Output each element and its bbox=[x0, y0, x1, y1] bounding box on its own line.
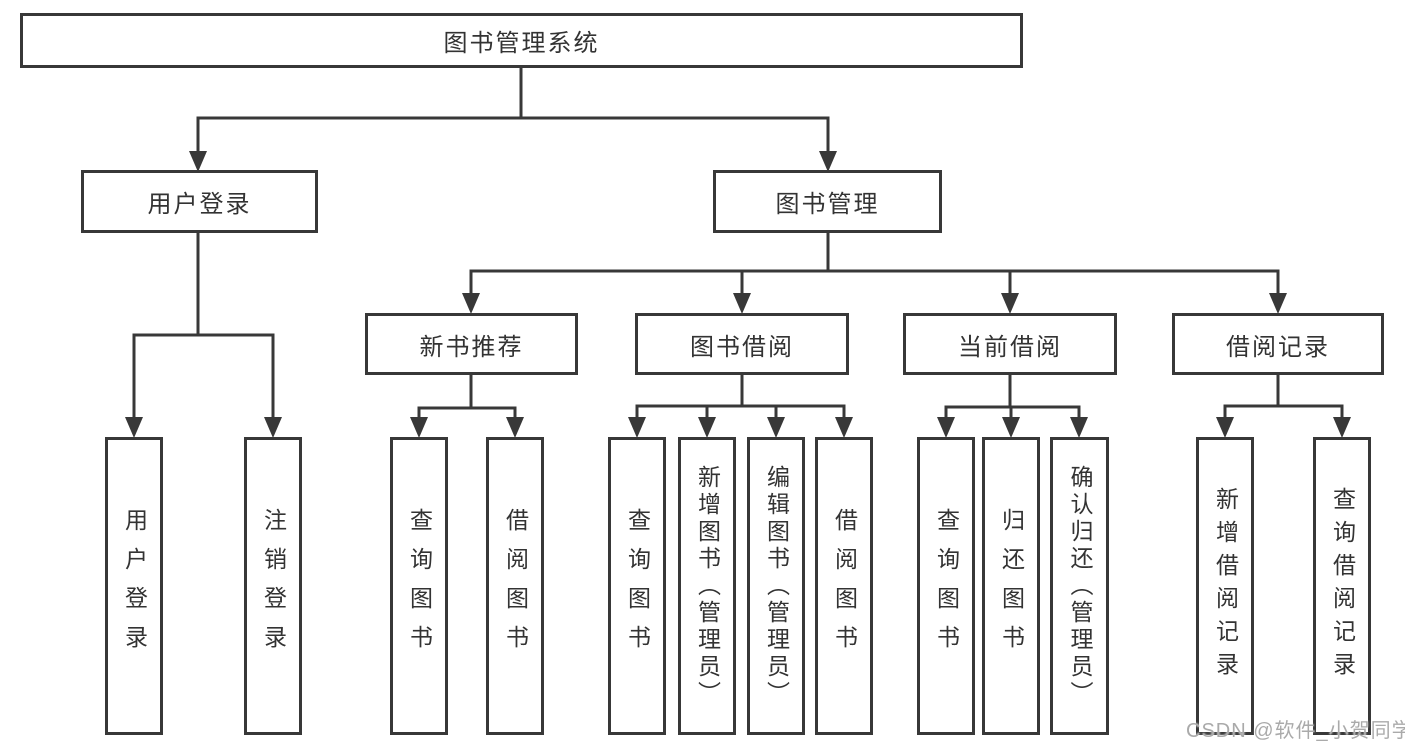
connector-book-mgmt-children bbox=[469, 230, 1280, 296]
node-label: 新书推荐 bbox=[419, 333, 524, 361]
node-label: 用户登录 bbox=[121, 508, 148, 664]
node-label: 借阅记录 bbox=[1226, 333, 1330, 361]
arrowhead bbox=[1333, 417, 1351, 438]
arrowhead bbox=[410, 417, 428, 438]
node-root: 图书管理系统 bbox=[20, 13, 1023, 68]
arrowhead bbox=[189, 151, 207, 172]
node-label: 图书借阅 bbox=[690, 333, 794, 361]
arrowhead bbox=[937, 417, 955, 438]
arrowhead bbox=[1001, 293, 1019, 314]
node-label: 借阅图书 bbox=[831, 508, 858, 664]
arrowhead bbox=[698, 417, 716, 438]
node-book-borrow: 图书借阅 bbox=[635, 313, 849, 375]
node-label: 图书管理 bbox=[775, 191, 880, 218]
leaf-return-book: 归还图书 bbox=[982, 437, 1040, 735]
arrowhead bbox=[733, 293, 751, 314]
node-label: 查询图书 bbox=[933, 508, 960, 664]
leaf-add-borrow-record: 新增借阅记录 bbox=[1196, 437, 1254, 735]
arrowhead bbox=[767, 417, 785, 438]
leaf-borrow-books-rec: 借阅图书 bbox=[486, 437, 544, 735]
leaf-query-borrow-record: 查询借阅记录 bbox=[1313, 437, 1371, 735]
arrowhead bbox=[264, 417, 282, 438]
node-label: 新增图书（管理员） bbox=[694, 464, 721, 708]
leaf-user-login: 用户登录 bbox=[105, 437, 163, 735]
leaf-query-books-rec: 查询图书 bbox=[390, 437, 448, 735]
connector-book-borrow-children bbox=[635, 373, 846, 420]
leaf-query-books-borrow: 查询图书 bbox=[608, 437, 666, 735]
arrowhead bbox=[1002, 417, 1020, 438]
node-label: 编辑图书（管理员） bbox=[763, 464, 790, 708]
arrowhead bbox=[1269, 293, 1287, 314]
connector-borrow-records-children bbox=[1223, 373, 1344, 420]
arrowhead bbox=[628, 417, 646, 438]
node-label: 查询图书 bbox=[406, 508, 433, 664]
node-book-mgmt: 图书管理 bbox=[713, 170, 942, 233]
leaf-edit-book-admin: 编辑图书（管理员） bbox=[747, 437, 805, 735]
leaf-add-book-admin: 新增图书（管理员） bbox=[678, 437, 736, 735]
connector-new-book-children bbox=[417, 373, 517, 420]
node-label: 图书管理系统 bbox=[443, 30, 600, 57]
node-borrow-records: 借阅记录 bbox=[1172, 313, 1384, 375]
leaf-logout: 注销登录 bbox=[244, 437, 302, 735]
leaf-confirm-return-admin: 确认归还（管理员） bbox=[1050, 437, 1109, 735]
node-label: 查询借阅记录 bbox=[1329, 487, 1356, 685]
node-label: 查询图书 bbox=[624, 508, 651, 664]
node-label: 新增借阅记录 bbox=[1212, 487, 1239, 685]
leaf-query-books-current: 查询图书 bbox=[917, 437, 975, 735]
connector-root-to-level2 bbox=[196, 66, 830, 154]
node-label: 归还图书 bbox=[998, 508, 1025, 664]
arrowhead bbox=[835, 417, 853, 438]
leaf-borrow-books-borrow: 借阅图书 bbox=[815, 437, 873, 735]
arrowhead bbox=[819, 151, 837, 172]
connector-current-borrow-children bbox=[944, 373, 1081, 420]
node-label: 借阅图书 bbox=[502, 508, 529, 664]
node-new-book-rec: 新书推荐 bbox=[365, 313, 578, 375]
node-current-borrow: 当前借阅 bbox=[903, 313, 1117, 375]
connector-user-login-children bbox=[132, 230, 275, 420]
arrowhead bbox=[1216, 417, 1234, 438]
arrowhead bbox=[462, 293, 480, 314]
arrowhead bbox=[125, 417, 143, 438]
node-label: 确认归还（管理员） bbox=[1067, 464, 1093, 708]
node-label: 注销登录 bbox=[260, 508, 287, 664]
arrowhead bbox=[506, 417, 524, 438]
node-label: 用户登录 bbox=[147, 191, 252, 218]
arrowhead bbox=[1070, 417, 1088, 438]
node-label: 当前借阅 bbox=[958, 333, 1062, 361]
csdn-watermark: CSDN @软件_小贺同学 bbox=[1186, 720, 1405, 742]
node-user-login: 用户登录 bbox=[81, 170, 318, 233]
